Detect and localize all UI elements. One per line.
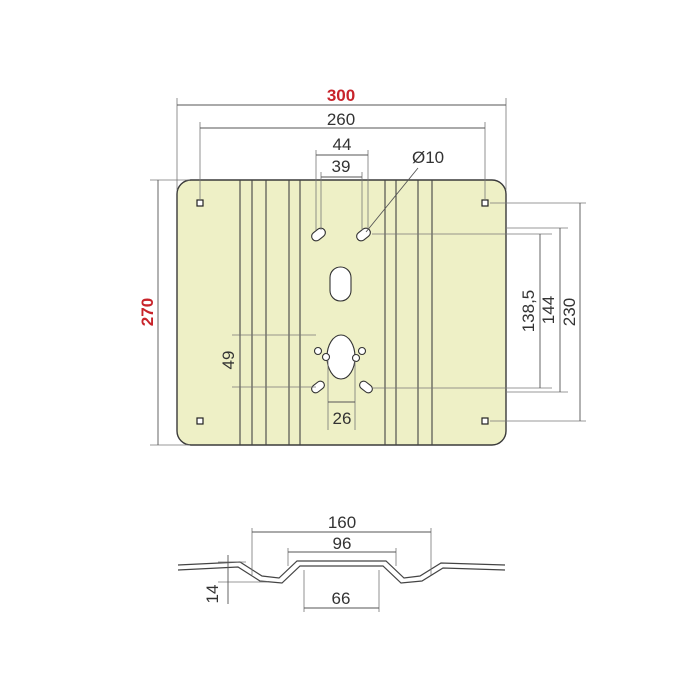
center-slot-lower [326,334,356,380]
dimension-center-width: 26 [327,360,356,430]
small-hole [313,346,323,356]
dimension-vertical-1: 138,5 [372,233,552,389]
label-profile-top: 160 [328,513,356,532]
dimension-inner-width: 260 [199,110,486,200]
small-hole [321,352,331,362]
dimension-vertical-2: 144 [506,227,568,393]
dimension-profile-mid: 96 [287,534,397,566]
label-vertical-2: 144 [539,296,558,324]
corner-hole-bottom-left [196,417,204,425]
slot-top-left [311,227,326,242]
plan-view: 300 260 44 39 Ø10 [138,86,586,446]
slot-bottom-left [311,380,325,394]
plate-outline [176,179,507,446]
label-vertical-3: 230 [560,298,579,326]
small-hole [351,353,361,363]
dimension-profile-top: 160 [251,513,432,575]
label-vertical-1: 138,5 [519,290,538,333]
plate-ribs [239,180,433,445]
label-vertical-small: 49 [219,351,238,370]
label-hole-spacing-outer: 44 [333,135,352,154]
dimension-vertical-3: 230 [490,202,586,422]
profile-view: 160 96 66 14 [177,513,506,612]
label-profile-depth: 14 [203,585,222,604]
dimension-hole-spacing-inner: 39 [320,157,363,230]
slot-bottom-right [359,380,373,394]
corner-hole-top-right [481,199,489,207]
label-profile-bottom: 66 [332,589,351,608]
label-hole-diameter: Ø10 [412,148,444,167]
dimension-vertical-small: 49 [219,334,316,388]
dimension-overall-width: 300 [176,86,507,190]
center-slot-upper [329,266,352,302]
dimension-overall-height: 270 [138,179,190,446]
profile-outline-lower [177,565,506,584]
corner-hole-bottom-right [481,417,489,425]
label-overall-width: 300 [327,86,355,105]
label-inner-width: 260 [327,110,355,129]
dimension-profile-depth: 14 [203,555,268,604]
dimension-hole-diameter: Ø10 [365,148,444,233]
label-center-width: 26 [333,409,352,428]
profile-outline-upper [177,560,506,579]
label-profile-mid: 96 [333,534,352,553]
label-hole-spacing-inner: 39 [332,157,351,176]
label-overall-height: 270 [138,298,157,326]
dimension-profile-bottom: 66 [303,570,380,612]
corner-hole-top-left [196,199,204,207]
small-hole [357,346,367,356]
dimension-hole-spacing-outer: 44 [315,135,369,230]
